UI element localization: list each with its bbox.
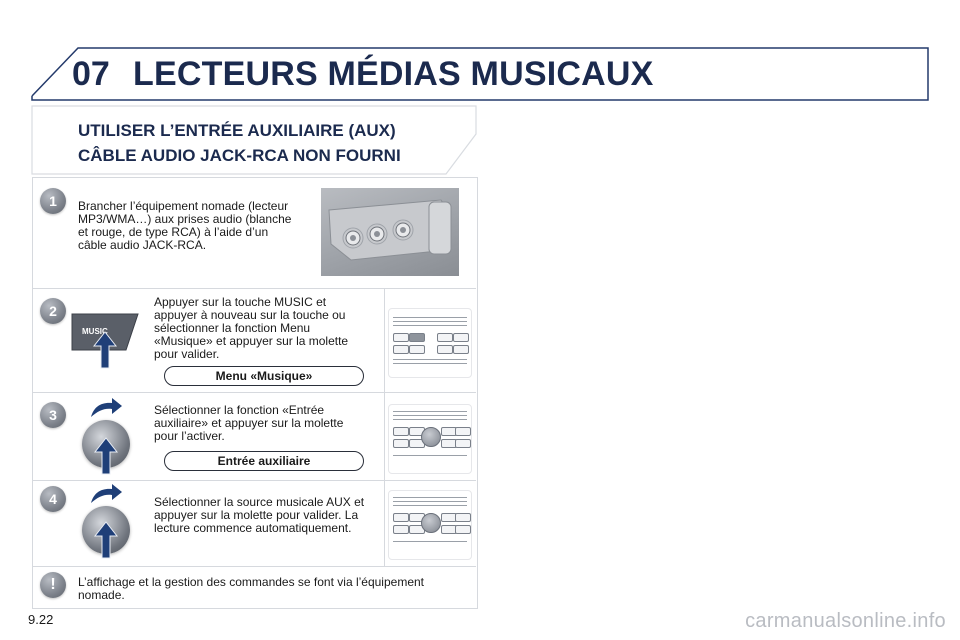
note-text: L’affichage et la gestion des commandes … — [78, 575, 424, 602]
header-frame — [31, 47, 929, 101]
radio-panel-knob — [388, 404, 472, 474]
page-number: 9.22 — [28, 612, 54, 627]
warning-icon: ! — [40, 572, 66, 598]
section-title-line1: UTILISER L’ENTRÉE AUXILIAIRE (AUX) — [78, 121, 396, 140]
step-2-text: Appuyer sur la touche MUSIC et appuyer à… — [154, 295, 349, 361]
step-1-text: Brancher l’équipement nomade (lecteur MP… — [78, 199, 292, 252]
press-arrow-icon — [93, 437, 119, 475]
section-title-line2: CÂBLE AUDIO JACK-RCA NON FOURNI — [78, 146, 401, 165]
step-4-text: Sélectionner la source musicale AUX et a… — [154, 495, 365, 535]
step-3-divider — [384, 392, 385, 480]
steps-frame — [32, 177, 478, 609]
rotate-arrow-icon — [91, 398, 122, 417]
step-3-text: Sélectionner la fonction «Entrée auxilia… — [154, 403, 344, 443]
press-arrow-icon — [93, 521, 119, 559]
step-4-divider — [384, 480, 385, 566]
section-title-panel — [31, 105, 477, 175]
radio-panel-music — [388, 308, 472, 378]
music-button-label: MUSIC — [82, 327, 108, 336]
step-2-divider — [384, 288, 385, 392]
step-3-badge: 3 — [40, 402, 66, 428]
step-4-badge: 4 — [40, 486, 66, 512]
press-arrow-icon — [92, 331, 118, 369]
entree-auxiliaire-pill: Entrée auxiliaire — [164, 451, 364, 471]
chapter-number: 07 — [72, 55, 110, 93]
rotate-arrow-icon — [91, 484, 122, 503]
step-1-badge: 1 — [40, 188, 66, 214]
chapter-title: LECTEURS MÉDIAS MUSICAUX — [133, 55, 654, 93]
watermark: carmanualsonline.info — [745, 610, 946, 632]
rca-jack-photo — [321, 188, 459, 276]
step-2-badge: 2 — [40, 298, 66, 324]
menu-musique-pill: Menu «Musique» — [164, 366, 364, 386]
radio-panel-knob-2 — [388, 490, 472, 560]
